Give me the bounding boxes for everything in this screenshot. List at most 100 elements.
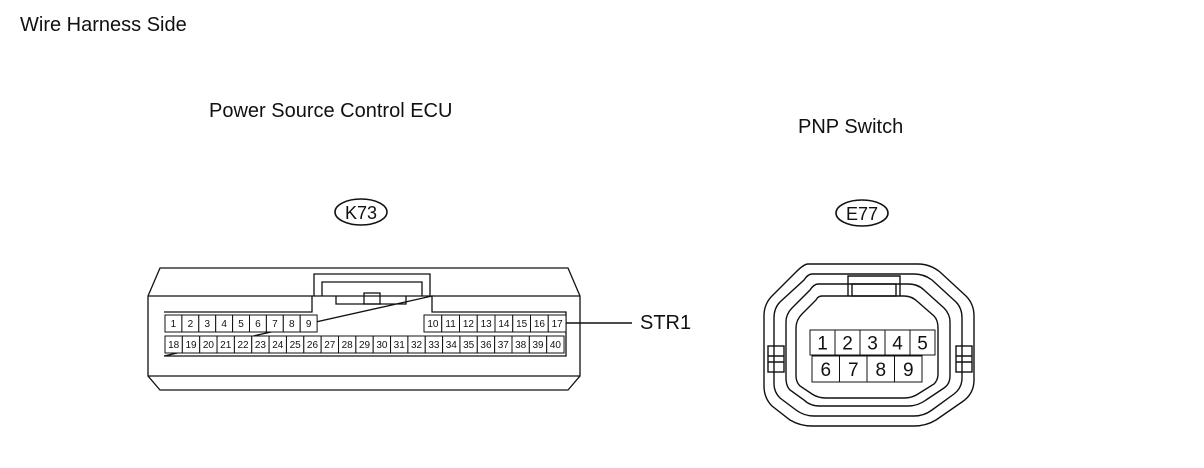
pin-number: 2 bbox=[188, 319, 194, 330]
pin-number: 13 bbox=[481, 319, 493, 330]
pin-number: 9 bbox=[306, 319, 312, 330]
pin-number: 17 bbox=[552, 319, 564, 330]
pin-number: 18 bbox=[168, 340, 180, 351]
pin-30: 30 bbox=[372, 335, 392, 354]
pin-number: 36 bbox=[480, 340, 492, 351]
pin-27: 27 bbox=[320, 335, 339, 354]
pin-cell bbox=[834, 329, 861, 356]
pin-15: 15 bbox=[512, 314, 531, 333]
pin-3: 3 bbox=[859, 329, 886, 356]
pin-number: 1 bbox=[817, 333, 828, 354]
pin-number: 3 bbox=[204, 319, 210, 330]
pin-number: 37 bbox=[498, 340, 510, 351]
pin-4: 4 bbox=[884, 329, 911, 356]
pnp-switch-title: PNP Switch bbox=[798, 116, 904, 138]
pin-13: 13 bbox=[476, 314, 496, 333]
pin-number: 6 bbox=[255, 319, 261, 330]
pin-number: 11 bbox=[445, 319, 456, 330]
pin-35: 35 bbox=[459, 335, 478, 354]
pin-number: 9 bbox=[903, 360, 914, 381]
pin-number: 4 bbox=[892, 333, 903, 354]
pin-33: 33 bbox=[424, 335, 444, 354]
pin-number: 8 bbox=[875, 360, 886, 381]
pin-1: 1 bbox=[809, 329, 836, 356]
pin-cell bbox=[909, 329, 936, 356]
e77-badge: E77 bbox=[835, 199, 889, 227]
pin-38: 38 bbox=[511, 335, 530, 354]
pin-number: 12 bbox=[463, 319, 475, 330]
ecu-connector-housing bbox=[147, 267, 581, 391]
pin-number: 21 bbox=[220, 340, 232, 351]
pin-number: 33 bbox=[428, 340, 440, 351]
pin-9: 9 bbox=[894, 355, 923, 383]
pin-number: 7 bbox=[272, 319, 278, 330]
pin-cell bbox=[884, 329, 911, 356]
pin-32: 32 bbox=[407, 335, 426, 354]
pin-11: 11 bbox=[441, 314, 460, 333]
pin-number: 23 bbox=[255, 340, 267, 351]
e77-badge-text: E77 bbox=[846, 204, 878, 224]
pin-36: 36 bbox=[476, 335, 496, 354]
pin-number: 2 bbox=[842, 333, 853, 354]
pin-number: 6 bbox=[820, 360, 831, 381]
pin-14: 14 bbox=[494, 314, 514, 333]
pin-number: 1 bbox=[171, 319, 177, 330]
pin-6: 6 bbox=[249, 314, 267, 333]
pin-cell bbox=[809, 329, 836, 356]
pin-number: 26 bbox=[307, 340, 319, 351]
pin-16: 16 bbox=[530, 314, 549, 333]
pin-number: 28 bbox=[342, 340, 354, 351]
pin-5: 5 bbox=[232, 314, 251, 333]
pin-22: 22 bbox=[233, 335, 253, 354]
pin-number: 39 bbox=[532, 340, 544, 351]
pin-number: 3 bbox=[867, 333, 878, 354]
pin-number: 40 bbox=[550, 340, 562, 351]
k73-badge-text: K73 bbox=[345, 203, 377, 223]
pin-7: 7 bbox=[265, 314, 284, 333]
pin-39: 39 bbox=[528, 335, 548, 354]
pin-23: 23 bbox=[251, 335, 270, 354]
pin-number: 10 bbox=[427, 319, 439, 330]
pin-2: 2 bbox=[181, 314, 200, 333]
pin-number: 32 bbox=[411, 340, 423, 351]
pin-37: 37 bbox=[494, 335, 513, 354]
pin-number: 5 bbox=[238, 319, 244, 330]
pin-25: 25 bbox=[285, 335, 305, 354]
pin-number: 24 bbox=[272, 340, 284, 351]
pin-6: 6 bbox=[811, 355, 840, 383]
pin-number: 8 bbox=[289, 319, 295, 330]
pin-number: 34 bbox=[446, 340, 458, 351]
pin-cell bbox=[894, 355, 923, 383]
pin-40: 40 bbox=[546, 335, 565, 354]
pin-17: 17 bbox=[547, 314, 567, 333]
pin-1: 1 bbox=[164, 314, 183, 333]
pin-24: 24 bbox=[268, 335, 287, 354]
pin-number: 5 bbox=[917, 333, 928, 354]
pin-10: 10 bbox=[423, 314, 443, 333]
pin-number: 25 bbox=[290, 340, 302, 351]
pin-7: 7 bbox=[839, 355, 868, 383]
pin-number: 20 bbox=[203, 340, 215, 351]
pin-number: 4 bbox=[221, 319, 227, 330]
pin-8: 8 bbox=[282, 314, 301, 333]
pin-18: 18 bbox=[164, 335, 183, 354]
pin-number: 27 bbox=[324, 340, 336, 351]
pin-29: 29 bbox=[355, 335, 374, 354]
pin-28: 28 bbox=[338, 335, 357, 354]
k73-badge: K73 bbox=[334, 198, 388, 226]
pin-cell bbox=[299, 314, 318, 333]
pin-number: 29 bbox=[359, 340, 371, 351]
pin-number: 19 bbox=[185, 340, 197, 351]
pin-number: 31 bbox=[394, 340, 406, 351]
pin-12: 12 bbox=[459, 314, 478, 333]
pin-21: 21 bbox=[216, 335, 235, 354]
diagram-heading: Wire Harness Side bbox=[20, 14, 187, 36]
pin-cell bbox=[811, 355, 840, 383]
pin-3: 3 bbox=[198, 314, 217, 333]
pin-number: 30 bbox=[376, 340, 388, 351]
pin-9: 9 bbox=[299, 314, 318, 333]
